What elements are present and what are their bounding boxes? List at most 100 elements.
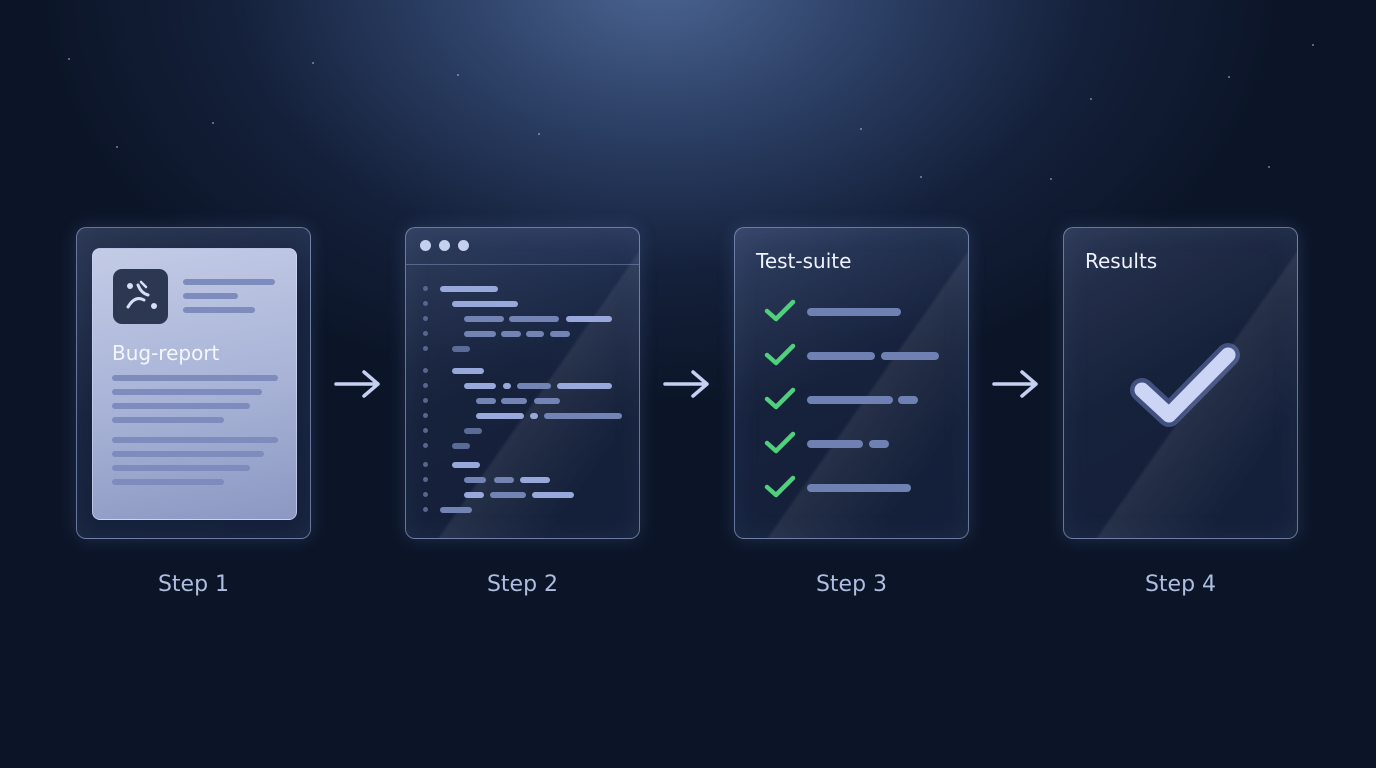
bug-report-panel: Bug-report (76, 227, 311, 539)
star (68, 58, 70, 60)
panel-sheen (1064, 228, 1297, 538)
code-line (526, 331, 544, 337)
step-label: Step 3 (815, 572, 888, 597)
bug-report-card: Bug-report (92, 248, 297, 520)
card-line (183, 279, 275, 285)
panel-title: Test-suite (756, 249, 852, 273)
gutter-dot (423, 443, 428, 448)
star (920, 176, 922, 178)
code-line (501, 331, 521, 337)
test-line (807, 440, 863, 448)
gutter-dot (423, 477, 428, 482)
gutter-dot (423, 316, 428, 321)
test-line (807, 352, 875, 360)
gutter-dot (423, 507, 428, 512)
arrow-right-icon (992, 370, 1038, 398)
card-line (183, 307, 255, 313)
card-line (183, 293, 238, 299)
gutter-dot (423, 398, 428, 403)
test-line (807, 396, 893, 404)
code-line (544, 413, 622, 419)
code-line (476, 398, 496, 404)
check-icon (1130, 343, 1240, 427)
code-line (520, 477, 550, 483)
step-label: Step 2 (486, 572, 559, 597)
window-dot (458, 240, 469, 251)
star (312, 62, 314, 64)
gutter-dot (423, 462, 428, 467)
test-line (807, 484, 911, 492)
code-line (501, 398, 527, 404)
test-line (898, 396, 918, 404)
gutter-dot (423, 368, 428, 373)
card-line (112, 479, 224, 485)
code-line (532, 492, 574, 498)
gutter-dot (423, 413, 428, 418)
card-line (112, 451, 264, 457)
code-line (494, 477, 514, 483)
star (457, 74, 459, 76)
editor-title-bar (406, 228, 639, 265)
code-line (452, 443, 470, 449)
star (116, 146, 118, 148)
gutter-dot (423, 346, 428, 351)
code-line (534, 398, 560, 404)
code-line (509, 316, 559, 322)
window-dot (420, 240, 431, 251)
check-icon (764, 299, 796, 322)
gutter-dot (423, 301, 428, 306)
code-line (550, 331, 570, 337)
check-icon (764, 431, 796, 454)
panel-title: Results (1085, 249, 1158, 273)
code-line (517, 383, 551, 389)
gutter-dot (423, 286, 428, 291)
panel-title: Bug-report (112, 341, 220, 365)
arrow-right-icon (663, 370, 709, 398)
gutter-dot (423, 383, 428, 388)
code-line (464, 331, 496, 337)
gutter-dot (423, 331, 428, 336)
star (212, 122, 214, 124)
code-line (440, 507, 472, 513)
card-line (112, 437, 278, 443)
code-line (452, 346, 470, 352)
star (1268, 166, 1270, 168)
star (1228, 76, 1230, 78)
check-icon (764, 387, 796, 410)
check-icon (764, 475, 796, 498)
check-icon (764, 343, 796, 366)
code-line (464, 477, 486, 483)
gutter-dot (423, 492, 428, 497)
card-line (112, 417, 224, 423)
test-suite-panel: Test-suite (734, 227, 969, 539)
code-line (530, 413, 538, 419)
test-line (869, 440, 889, 448)
code-line (464, 492, 484, 498)
step-label: Step 1 (157, 572, 230, 597)
code-line (452, 368, 484, 374)
card-line (112, 403, 250, 409)
code-line (557, 383, 612, 389)
code-line (476, 413, 524, 419)
test-line (807, 308, 901, 316)
code-line (503, 383, 511, 389)
code-line (566, 316, 612, 322)
code-line (464, 316, 504, 322)
test-line (881, 352, 939, 360)
card-line (112, 375, 278, 381)
code-editor-panel (405, 227, 640, 539)
star (538, 133, 540, 135)
code-line (440, 286, 498, 292)
code-line (490, 492, 526, 498)
code-line (464, 383, 496, 389)
step-label: Step 4 (1144, 572, 1217, 597)
code-line (452, 301, 518, 307)
gutter-dot (423, 428, 428, 433)
card-line (112, 465, 250, 471)
star (1090, 98, 1092, 100)
results-panel: Results (1063, 227, 1298, 539)
star (1050, 178, 1052, 180)
star (1312, 44, 1314, 46)
card-line (112, 389, 262, 395)
code-line (464, 428, 482, 434)
